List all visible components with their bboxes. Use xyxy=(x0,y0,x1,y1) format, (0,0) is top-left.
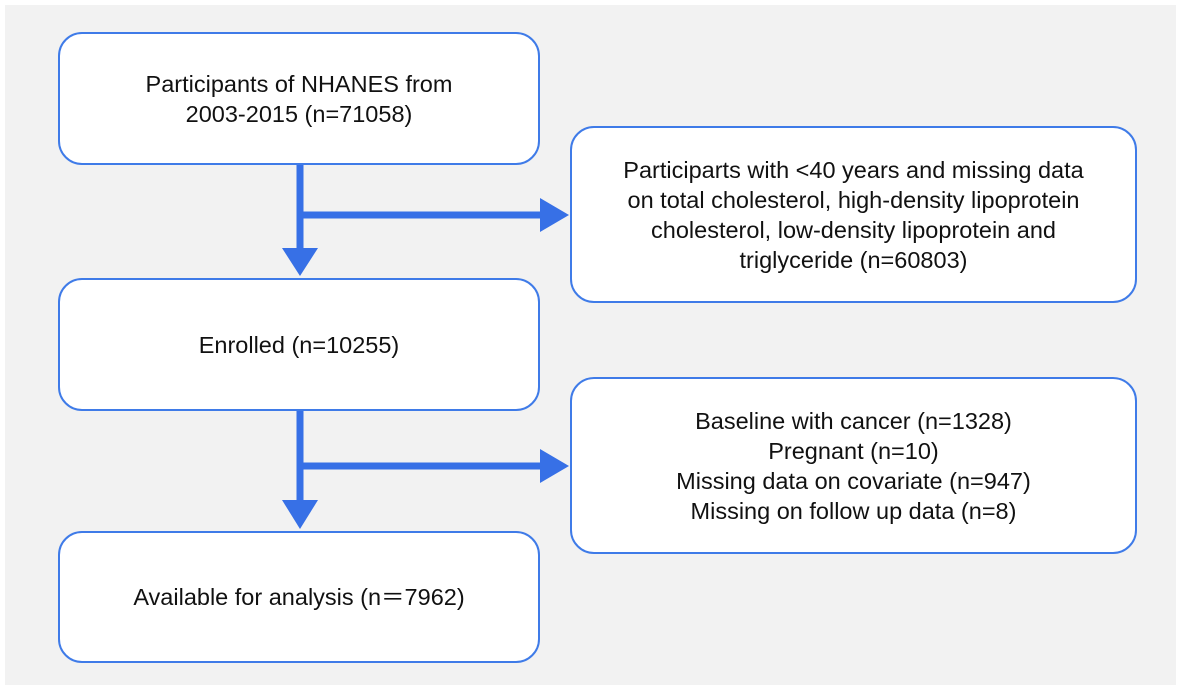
box-exclusion-1: Participarts with <40 years and missing … xyxy=(570,126,1137,303)
box-exclusion-2: Baseline with cancer (n=1328) Pregnant (… xyxy=(570,377,1137,554)
arrowhead-right-to-exclusion-2 xyxy=(540,449,569,483)
box-enrolled: Enrolled (n=10255) xyxy=(58,278,540,411)
box-available: Available for analysis (n＝7962) xyxy=(58,531,540,663)
box-exclusion-2-text: Baseline with cancer (n=1328) Pregnant (… xyxy=(676,407,1031,524)
arrowhead-down-to-enrolled xyxy=(282,248,318,276)
box-enrolled-text: Enrolled (n=10255) xyxy=(198,331,400,358)
box-available-text: Available for analysis (n＝7962) xyxy=(133,584,465,610)
box-participants: Participants of NHANES from 2003-2015 (n… xyxy=(58,32,540,165)
arrowhead-right-to-exclusion-1 xyxy=(540,198,569,232)
box-participants-text: Participants of NHANES from 2003-2015 (n… xyxy=(145,70,453,127)
arrowhead-down-to-available xyxy=(282,500,318,529)
box-exclusion-1-text: Participarts with <40 years and missing … xyxy=(623,156,1084,273)
